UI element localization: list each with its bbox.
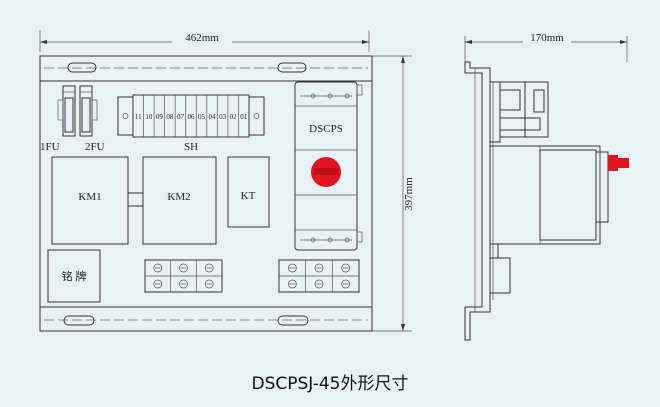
terminal-number: 01 bbox=[240, 113, 248, 121]
terminal-number: 11 bbox=[135, 113, 142, 121]
terminal-screw bbox=[204, 279, 214, 289]
side-width-dimension bbox=[464, 33, 628, 62]
terminal-screw bbox=[153, 263, 163, 273]
km2-contactor bbox=[142, 156, 217, 245]
terminal-number: 03 bbox=[219, 113, 227, 121]
km2-label: KM2 bbox=[167, 191, 190, 203]
front-width-label: 462mm bbox=[185, 32, 219, 44]
terminal-number: 02 bbox=[230, 113, 238, 121]
figure-caption: DSCPSJ-45外形尺寸 bbox=[252, 374, 409, 394]
front-height-label: 397mm bbox=[403, 177, 415, 211]
dscps-label: DSCPS bbox=[309, 123, 343, 135]
dscps-module bbox=[294, 81, 363, 251]
terminal-screw bbox=[179, 263, 188, 273]
terminal-screw bbox=[341, 279, 351, 289]
terminal-screw bbox=[179, 279, 188, 289]
terminal-number: 08 bbox=[166, 113, 174, 121]
side-width-label: 170mm bbox=[530, 32, 564, 44]
side-view bbox=[464, 61, 609, 341]
dscps-knob-grip bbox=[314, 168, 338, 175]
mounting-slots-top bbox=[67, 62, 307, 73]
km1-label: KM1 bbox=[78, 191, 101, 203]
nameplate-label: 铭 牌 bbox=[62, 269, 87, 283]
terminal-screw bbox=[204, 263, 214, 273]
fuse-holders bbox=[57, 85, 98, 137]
terminal-number: 09 bbox=[156, 113, 164, 121]
side-red-button bbox=[608, 155, 618, 171]
terminal-label: SH bbox=[184, 141, 198, 153]
terminal-screw bbox=[314, 263, 324, 273]
terminal-block-left bbox=[144, 259, 223, 293]
fuse1-label: 1FU bbox=[40, 141, 60, 153]
front-panel bbox=[39, 55, 373, 332]
front-width-dimension: 462mm bbox=[39, 30, 370, 52]
terminal-screw bbox=[287, 263, 297, 273]
terminal-number: 06 bbox=[188, 113, 196, 121]
front-height-dimension bbox=[372, 55, 412, 332]
terminal-number: 05 bbox=[198, 113, 206, 121]
kt-label: KT bbox=[241, 190, 256, 202]
mounting-slots-bottom bbox=[63, 315, 309, 326]
terminal-screw bbox=[287, 279, 297, 289]
nameplate bbox=[47, 249, 101, 303]
fuse2-label: 2FU bbox=[85, 141, 105, 153]
terminal-number: 04 bbox=[209, 113, 217, 121]
terminal-number: 10 bbox=[145, 113, 153, 121]
side-red-button-cap bbox=[618, 158, 629, 168]
terminal-screw bbox=[153, 279, 163, 289]
terminal-number: 07 bbox=[177, 113, 185, 121]
terminal-screw bbox=[314, 279, 324, 289]
terminal-screw bbox=[341, 263, 351, 273]
terminal-block-right bbox=[278, 259, 360, 293]
kt-relay bbox=[227, 156, 270, 228]
